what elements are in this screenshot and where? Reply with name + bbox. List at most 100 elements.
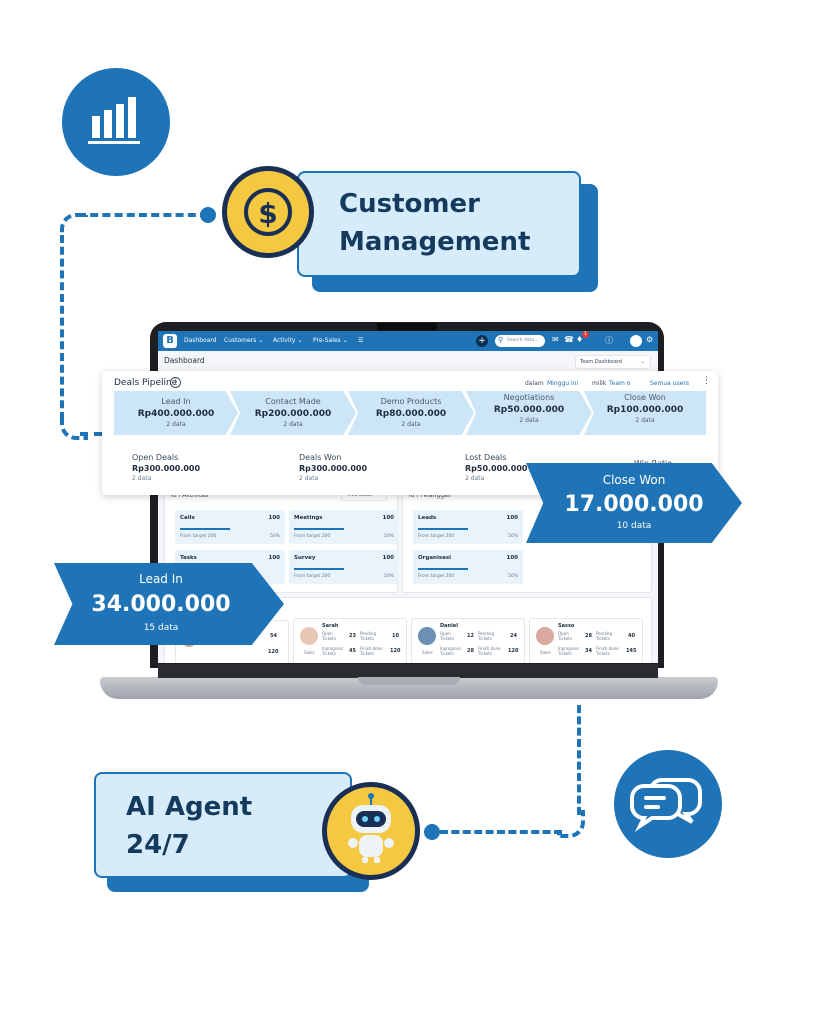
help-icon[interactable]: ⓘ [605, 336, 613, 345]
summary-count: 2 data [465, 475, 485, 482]
team-progress-count: 28 [467, 648, 474, 654]
stage-label: Contact Made [265, 397, 321, 406]
connector-line [60, 235, 64, 420]
kpi-card[interactable]: Calls 100 From target 200 50% [175, 510, 285, 544]
nav-activity[interactable]: Activity ⌄ [273, 337, 303, 344]
kpi-value: 100 [382, 555, 394, 561]
phone-icon[interactable]: ☎ [564, 335, 574, 344]
filter-team[interactable]: Team o [609, 380, 631, 387]
search-icon: ⚲ [498, 336, 504, 344]
team-finished-count: 120 [390, 648, 401, 654]
kpi-name: Survey [294, 555, 316, 561]
kpi-value: 100 [382, 515, 394, 521]
dollar-coin-icon: $ [222, 166, 314, 258]
kpi-pct: 50% [383, 574, 394, 579]
team-open-count: 28 [585, 633, 592, 639]
chat-icon[interactable]: ✉ [552, 335, 559, 344]
team-open-count: 23 [349, 633, 356, 639]
kpi-sub: From target 200 [418, 574, 455, 579]
kpi-card[interactable]: Meetings 100 From target 200 50% [289, 510, 399, 544]
pipeline-stage[interactable]: Negotiations Rp50.000.000 2 data [466, 391, 592, 435]
kpi-card[interactable]: Survey 100 From target 200 50% [289, 550, 399, 584]
team-progress-label: Inprogress Tickets [322, 646, 343, 656]
team-pending-count: 40 [628, 633, 635, 639]
kpi-pct: 50% [507, 574, 518, 579]
summary-label: Open Deals [132, 453, 179, 462]
chevron-down-icon: ⌄ [640, 358, 646, 365]
kpi-value: 100 [506, 515, 518, 521]
team-member-name: Sasso [558, 623, 575, 629]
bell-icon[interactable]: ♦ [576, 335, 584, 344]
team-progress-count: 45 [349, 648, 356, 654]
nav-pre-sales[interactable]: Pre-Sales ⌄ [313, 337, 348, 344]
team-member-name: Daniel [440, 623, 458, 629]
card-title-line2: Management [339, 227, 531, 257]
pipeline-stage[interactable]: Contact Made Rp200.000.000 2 data [230, 391, 356, 435]
team-finished-count: 120 [508, 648, 519, 654]
more-options-icon[interactable]: ⋮ [702, 376, 711, 386]
kpi-progress [294, 528, 344, 530]
top-navbar: B Dashboard Customers ⌄ Activity ⌄ Pre-S… [158, 331, 658, 351]
kpi-period-value: This week [347, 492, 372, 498]
team-member-card[interactable]: Sasso Open Tickets 28 Pending Tickets 40… [529, 618, 643, 663]
summary-count: 2 data [132, 475, 152, 482]
team-finished-label: Finish done Tickets [596, 646, 619, 656]
kpi-card[interactable]: Organisasi 100 From target 200 50% [413, 550, 523, 584]
pipeline-stage[interactable]: Demo Products Rp80.000.000 2 data [348, 391, 474, 435]
summary-value: Rp300.000.000 [132, 464, 201, 473]
nav-menu-icon[interactable]: ☰ [358, 337, 364, 344]
kpi-name: Leads [418, 515, 437, 521]
nav-dashboard[interactable]: Dashboard [184, 337, 217, 344]
summary-deals-won: Deals Won Rp300.000.000 2 data [299, 453, 367, 482]
page-title: Dashboard [164, 356, 205, 365]
team-progress-count: 34 [585, 648, 592, 654]
add-button[interactable]: + [476, 335, 488, 347]
kpi-card[interactable]: Leads 100 From target 200 50% [413, 510, 523, 544]
robot-icon [322, 782, 420, 880]
filter-period[interactable]: Minggu ini [547, 380, 579, 387]
summary-value: Rp50.000.000 [465, 464, 528, 473]
laptop-hinge [158, 664, 658, 678]
kpi-name: Tasks [180, 555, 197, 561]
nav-customers[interactable]: Customers ⌄ [224, 337, 264, 344]
close-won-ribbon: Close Won 17.000.000 10 data [526, 463, 742, 543]
stage-count: 2 data [401, 421, 421, 428]
avatar [536, 627, 554, 645]
team-member-name: Sarah [322, 623, 339, 629]
team-pending-count: 10 [392, 633, 399, 639]
stage-count: 2 data [519, 417, 539, 424]
stage-amount: Rp50.000.000 [493, 405, 565, 415]
filter-users[interactable]: Semua users [650, 380, 689, 387]
stage-label: Lead In [161, 397, 191, 406]
team-member-card[interactable]: Daniel Open Tickets 12 Pending Tickets 2… [411, 618, 525, 663]
settings-icon[interactable]: ⚙ [646, 335, 654, 344]
stage-label: Close Won [624, 393, 666, 402]
kpi-sub: From target 200 [294, 574, 331, 579]
avatar[interactable] [630, 335, 642, 347]
kpi-value: 100 [268, 555, 280, 561]
app-logo[interactable]: B [163, 334, 177, 348]
dashboard-select[interactable]: Team Dashboard ⌄ [575, 355, 651, 369]
kpi-progress [418, 528, 468, 530]
pipeline-stage[interactable]: Lead In Rp400.000.000 2 data [114, 391, 238, 435]
team-member-card[interactable]: Sarah Open Tickets 23 Pending Tickets 10… [293, 618, 407, 663]
stage-amount: Rp200.000.000 [254, 409, 332, 419]
pipeline-stage[interactable]: Close Won Rp100.000.000 2 data [584, 391, 706, 435]
stage-amount: Rp80.000.000 [375, 409, 447, 419]
team-finished-label: Finish done Tickets [360, 646, 383, 656]
info-icon[interactable]: i [170, 377, 181, 388]
summary-lost-deals: Lost Deals Rp50.000.000 2 data [465, 453, 528, 482]
summary-label: Lost Deals [465, 453, 507, 462]
kpi-progress [418, 568, 468, 570]
dashboard-select-value: Team Dashboard [580, 359, 622, 365]
pipeline-title: Deals Pipeline [114, 378, 178, 388]
stage-label: Negotiations [503, 393, 555, 402]
stage-count: 2 data [166, 421, 186, 428]
laptop-camera-notch [377, 323, 437, 333]
kpi-pct: 50% [269, 534, 280, 539]
search-placeholder: Search data... [507, 338, 539, 343]
search-input[interactable]: ⚲ Search data... [495, 335, 545, 347]
connector-line [440, 830, 562, 834]
ribbon-label: Close Won [602, 473, 666, 487]
team-open-label: Open Tickets [558, 631, 572, 641]
